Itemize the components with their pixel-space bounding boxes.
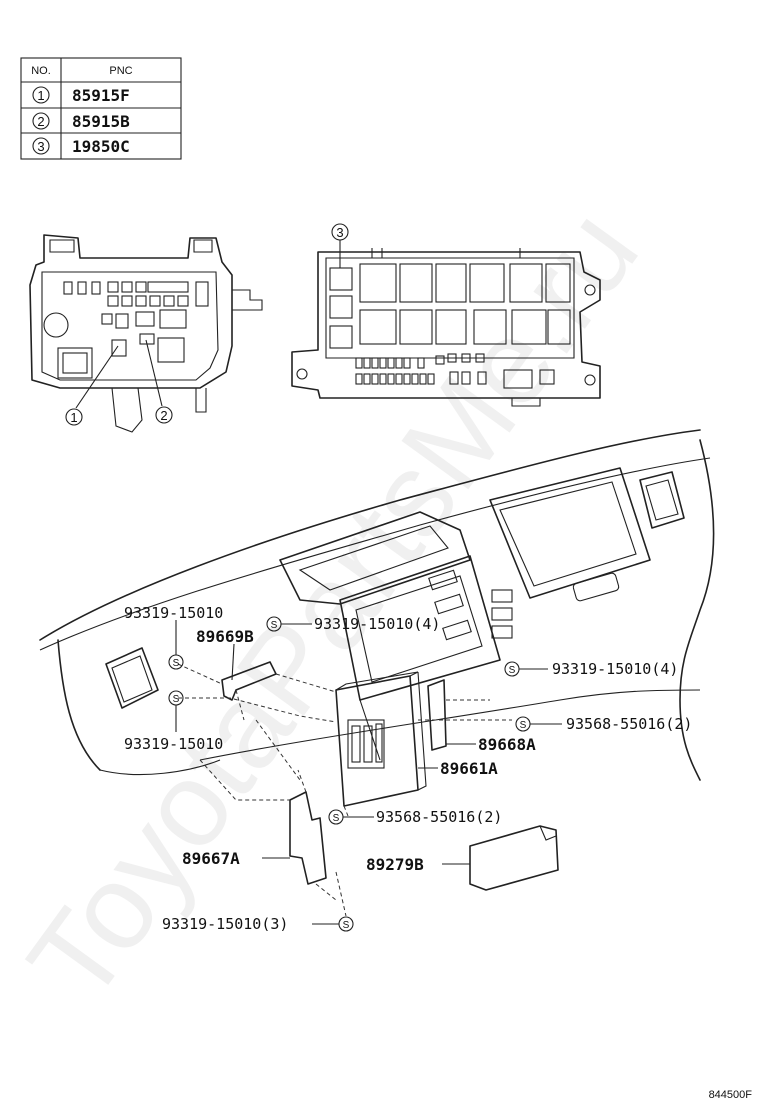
label-bracket-89668a: 89668A <box>478 735 536 754</box>
svg-text:S: S <box>343 920 350 931</box>
fuse-box-left: 1 2 <box>29 234 263 433</box>
label-bolt-left-lower: 93319-15010 <box>124 735 223 753</box>
svg-text:S: S <box>333 813 340 824</box>
assembly-lines <box>177 663 512 817</box>
callout-3: 3 <box>336 225 343 240</box>
label-cover-89279b: 89279B <box>366 855 424 874</box>
label-bolt-right-4: 93319-15010(4) <box>552 660 678 678</box>
label-nut-right-2: 93568-55016(2) <box>566 715 692 733</box>
table-header-pnc: PNC <box>109 65 132 77</box>
label-bracket-89669b: 89669B <box>196 627 254 646</box>
label-bracket-89667a: 89667A <box>182 849 240 868</box>
svg-text:S: S <box>173 658 180 669</box>
ecu-89661a <box>335 671 427 807</box>
table-row-no: 1 <box>37 88 44 103</box>
dashboard <box>39 429 715 781</box>
callout-2: 2 <box>160 408 167 423</box>
svg-text:S: S <box>520 720 527 731</box>
s-mark-icon: S <box>504 661 520 677</box>
label-nut-lower-2: 93568-55016(2) <box>376 808 502 826</box>
table-row-pnc: 85915F <box>72 86 130 105</box>
table-row-no: 3 <box>37 139 44 154</box>
bracket-89667a <box>289 769 347 917</box>
fastener-marks: S S S S S S S <box>168 616 531 932</box>
junction-block: 3 <box>291 223 601 407</box>
table-row-no: 2 <box>37 114 44 129</box>
table-row-pnc: 19850C <box>72 137 130 156</box>
label-ecu-89661a: 89661A <box>440 759 498 778</box>
bracket-89669b <box>221 661 277 721</box>
s-mark-icon: S <box>328 809 344 825</box>
leader-lines <box>175 620 562 925</box>
label-bolt-center-4: 93319-15010(4) <box>314 615 440 633</box>
svg-text:S: S <box>271 620 278 631</box>
label-bolt-bottom-3: 93319-15010(3) <box>162 915 288 933</box>
s-mark-icon: S <box>168 654 184 670</box>
svg-text:S: S <box>509 665 516 676</box>
s-mark-icon: S <box>515 716 531 732</box>
cover-89279b <box>469 825 559 891</box>
table-header-no: NO. <box>31 65 51 77</box>
pnc-table: NO. PNC 1 85915F 2 85915B 3 19850C <box>20 57 182 160</box>
bracket-89668a <box>427 679 490 751</box>
label-bolt-upper-left: 93319-15010 <box>124 604 223 622</box>
diagram-id: 844500F <box>709 1089 753 1101</box>
s-mark-icon: S <box>338 916 354 932</box>
callout-1: 1 <box>70 410 77 425</box>
svg-text:S: S <box>173 694 180 705</box>
watermark: ToyotaPartsMe.ru <box>3 186 664 1026</box>
table-row-pnc: 85915B <box>72 112 130 131</box>
part-labels: 93319-15010 89669B 93319-15010(4) 93319-… <box>124 604 692 933</box>
